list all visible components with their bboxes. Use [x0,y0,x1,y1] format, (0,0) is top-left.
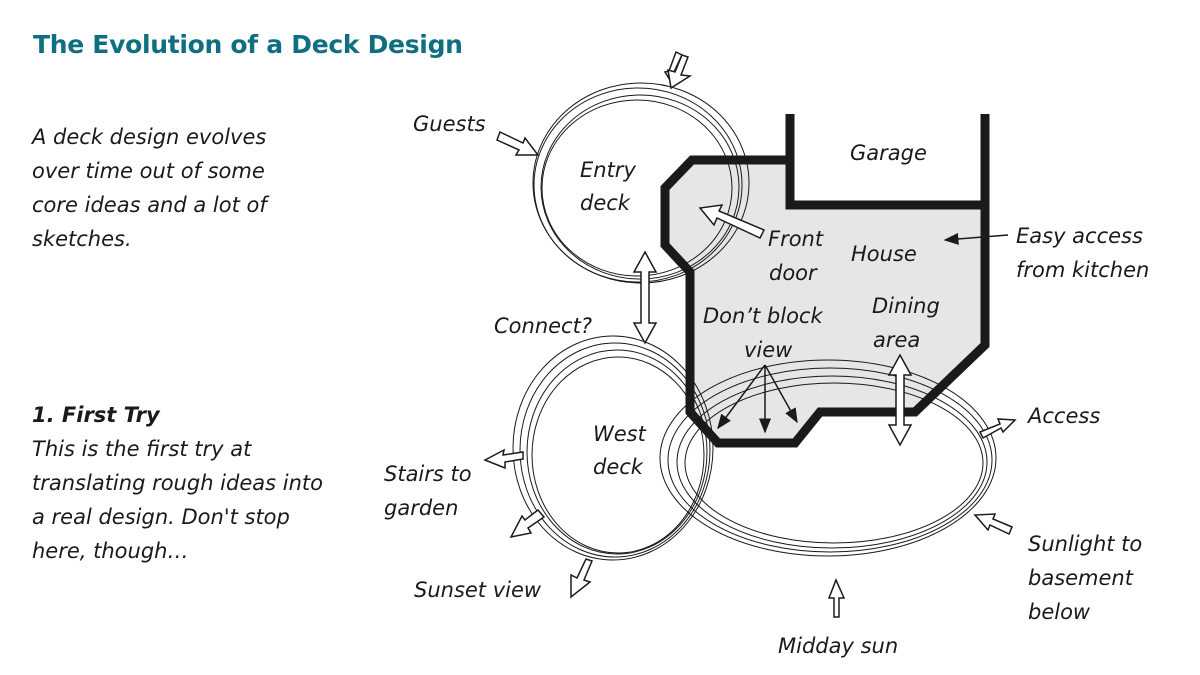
sunlight-label-3: below [1028,600,1091,624]
dining-label-2: area [873,328,920,352]
entry-deck-label-2: deck [580,191,631,215]
access-label: Access [1026,404,1100,428]
dont-block-label-1: Don’t block [703,304,823,328]
stairs-label-1: Stairs to [384,462,472,486]
access-arrow-icon [978,418,1017,440]
guests-arrow-icon [496,130,540,156]
sunset-arrow-icon [570,558,594,599]
page-title: The Evolution of a Deck Design [33,30,463,59]
connect-label: Connect? [494,314,592,338]
front-door-label-2: door [769,261,818,285]
view-arrows [717,232,1009,434]
front-door-arrow-icon [698,204,766,239]
sunset-label: Sunset view [414,578,542,602]
dont-block-label-2: view [744,338,793,362]
house-wall [660,114,990,448]
connect-arrow-icon [632,250,658,345]
dining-arrow-icon [887,353,913,447]
step-body: This is the first try at translating rou… [32,437,323,563]
west-deck-label-1: West [593,422,647,446]
sunlight-arrow-icon [973,513,1013,536]
top-arrow-icon-2 [667,54,693,90]
stairs-label-2: garden [384,496,458,520]
entry-deck-label-1: Entry [580,158,636,182]
intro-text: A deck design evolves over time out of s… [32,125,267,251]
midday-arrow-icon [827,578,846,618]
stairs-arrow-icon [483,448,524,470]
easy-access-label-1: Easy access [1016,224,1143,248]
step-section: 1. First Try This is the first try at tr… [32,398,332,568]
front-door-label-1: Front [768,227,824,251]
house-label: House [851,242,917,266]
west-deck-outline [512,335,714,561]
dining-label-1: Dining [872,294,940,318]
garden-arrow-icon [509,508,546,539]
midday-label: Midday sun [778,634,898,658]
sunlight-label-2: basement [1028,566,1134,590]
step-heading: 1. First Try [32,403,160,427]
dining-deck-outline [659,359,997,557]
guests-label: Guests [413,112,486,136]
garage-label: Garage [850,141,927,165]
west-deck-label-2: deck [593,455,644,479]
easy-access-label-2: from kitchen [1016,258,1149,282]
house-outline [785,114,985,210]
sunlight-label-1: Sunlight to [1028,532,1142,556]
